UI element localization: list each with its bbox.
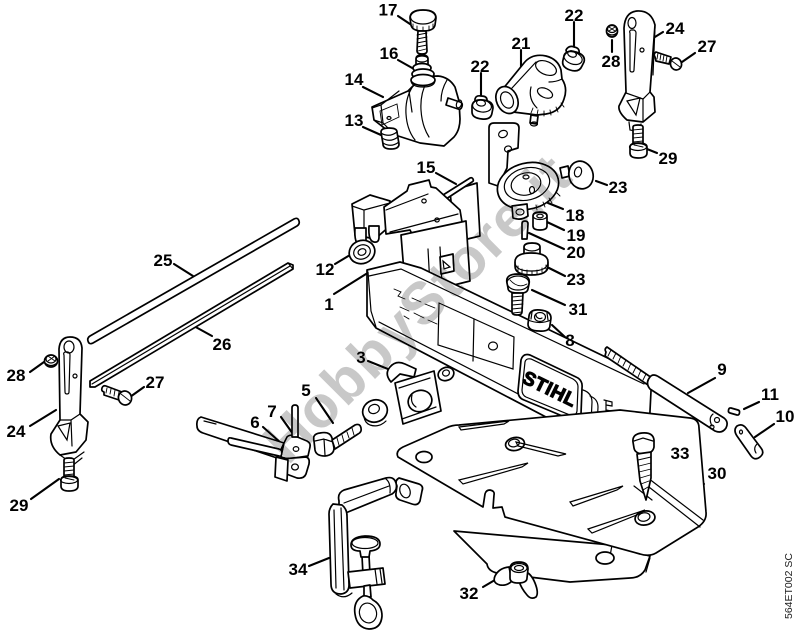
svg-text:564ET002 SC: 564ET002 SC: [783, 553, 795, 619]
svg-text:17: 17: [379, 1, 398, 20]
svg-text:28: 28: [602, 52, 621, 71]
svg-text:28: 28: [7, 366, 26, 385]
svg-text:12: 12: [316, 260, 335, 279]
svg-text:30: 30: [708, 464, 727, 483]
svg-text:3: 3: [356, 348, 365, 367]
svg-text:18: 18: [566, 206, 585, 225]
svg-text:13: 13: [345, 111, 364, 130]
svg-text:9: 9: [717, 360, 726, 379]
svg-text:21: 21: [512, 34, 531, 53]
svg-text:31: 31: [569, 300, 588, 319]
svg-text:20: 20: [567, 243, 586, 262]
svg-text:27: 27: [698, 37, 717, 56]
svg-text:26: 26: [213, 335, 232, 354]
svg-text:5: 5: [301, 381, 310, 400]
svg-text:19: 19: [567, 226, 586, 245]
svg-text:25: 25: [154, 251, 173, 270]
svg-text:11: 11: [761, 385, 779, 404]
svg-text:27: 27: [146, 373, 165, 392]
svg-text:24: 24: [666, 19, 685, 38]
svg-text:33: 33: [671, 444, 690, 463]
svg-text:32: 32: [460, 584, 479, 603]
svg-text:10: 10: [776, 407, 795, 426]
svg-text:23: 23: [609, 178, 628, 197]
svg-text:29: 29: [10, 496, 29, 515]
svg-text:22: 22: [565, 6, 584, 25]
svg-text:6: 6: [250, 413, 259, 432]
svg-text:1: 1: [324, 295, 333, 314]
svg-text:14: 14: [345, 70, 364, 89]
svg-text:34: 34: [289, 560, 308, 579]
svg-text:16: 16: [380, 44, 399, 63]
svg-text:24: 24: [7, 422, 26, 441]
svg-text:7: 7: [267, 402, 276, 421]
svg-text:22: 22: [471, 57, 490, 76]
svg-text:29: 29: [659, 149, 678, 168]
svg-text:23: 23: [567, 270, 586, 289]
svg-text:15: 15: [417, 158, 436, 177]
svg-text:8: 8: [565, 331, 574, 350]
